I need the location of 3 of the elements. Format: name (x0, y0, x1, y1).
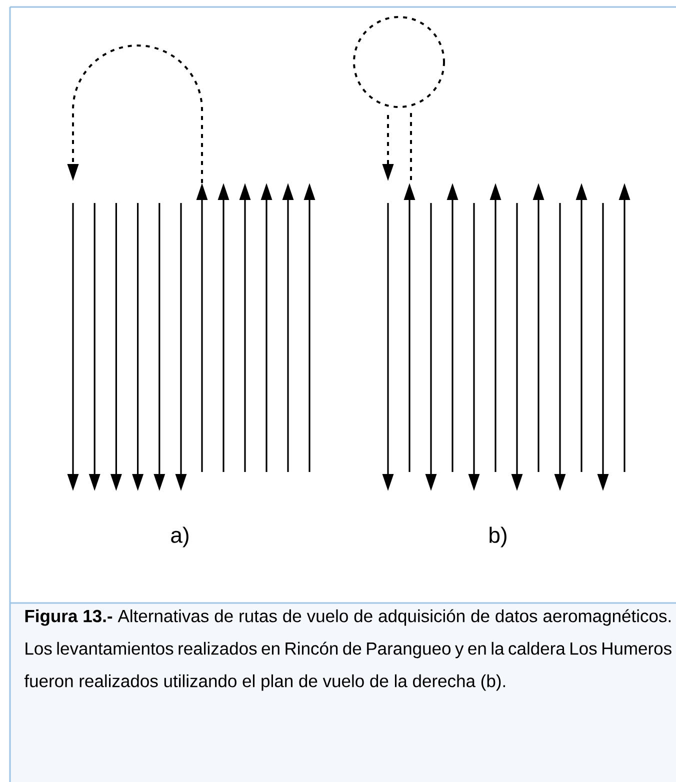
panel-label: a) (171, 526, 188, 548)
panel-label: b) (490, 526, 506, 548)
figure-caption: Figura 13.- Alternativas de rutas de vuelo de adquisición de datos aeromagnéticos. Los levantamientos realizados en Rincón de Parangueo y en la caldera Los Humeros fueron realizados utilizando el plan de vuelo de la derecha (b). (24, 609, 672, 691)
